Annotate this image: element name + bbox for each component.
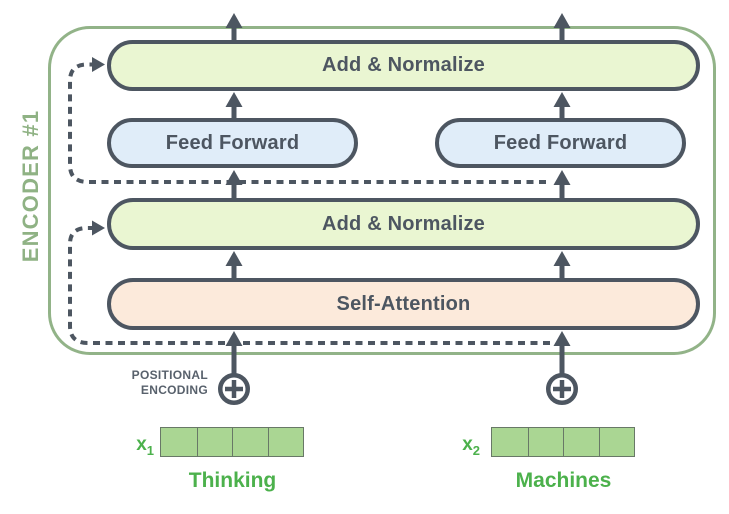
vector-cell: [267, 428, 303, 456]
input-vector-label-x1: x1: [136, 434, 154, 458]
self-attention-label: Self-Attention: [336, 292, 471, 315]
feed-forward-right-box: Feed Forward: [435, 118, 686, 168]
plus-circle-icon: [218, 373, 250, 405]
input-vector-label-x2: x2: [462, 434, 480, 458]
encoder-label: ENCODER #1: [18, 109, 43, 263]
self-attention-box: Self-Attention: [107, 278, 700, 330]
add-normalize-middle-box: Add & Normalize: [107, 198, 700, 250]
feed-forward-left-box: Feed Forward: [107, 118, 358, 168]
add-normalize-top-label: Add & Normalize: [321, 54, 486, 76]
vector-cell: [196, 428, 232, 456]
input-vector-x1: [160, 427, 304, 457]
input-vector-x2: [491, 427, 635, 457]
encoder-frame: [48, 26, 716, 355]
input-word-thinking: Thinking: [188, 469, 277, 492]
add-normalize-middle-label: Add & Normalize: [321, 212, 486, 235]
vector-cell: [232, 428, 268, 456]
add-normalize-top-box: Add & Normalize: [107, 40, 700, 91]
plus-circle-icon: [546, 373, 578, 405]
input-word-machines: Machines: [515, 469, 612, 492]
positional-encoding-label: POSITIONAL ENCODING: [96, 368, 208, 398]
positional-encoding-line2: ENCODING: [140, 383, 208, 397]
feed-forward-right-label: Feed Forward: [493, 131, 628, 154]
vector-cell: [161, 428, 197, 456]
vector-cell: [492, 428, 528, 456]
positional-encoding-line1: POSITIONAL: [131, 368, 208, 382]
vector-cell: [527, 428, 563, 456]
vector-cell: [598, 428, 634, 456]
feed-forward-left-label: Feed Forward: [165, 131, 300, 154]
vector-cell: [563, 428, 599, 456]
